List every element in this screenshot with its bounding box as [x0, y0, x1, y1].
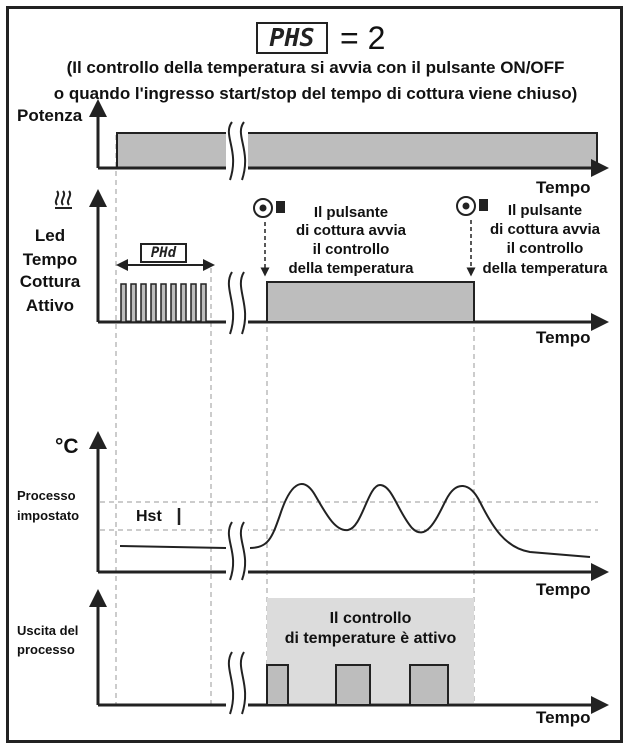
- annotation-1-line3: il controllo: [312, 241, 390, 258]
- button-icon-1: [253, 198, 285, 218]
- temp-time-label: Tempo: [536, 580, 591, 599]
- annotation-1-line1: Il pulsante: [313, 204, 389, 221]
- panel-temperature: [89, 431, 609, 582]
- led-label-line1: Led: [34, 226, 66, 245]
- phs-parameter-display: PHS: [256, 22, 328, 54]
- annotation-2-line4: della temperatura: [482, 260, 608, 277]
- phd-parameter-display: PHd: [140, 243, 187, 263]
- annotation-2-line3: il controllo: [506, 240, 584, 257]
- control-active-note-line2: di temperature è attivo: [284, 630, 457, 647]
- output-label-line1: Uscita del: [17, 623, 79, 638]
- output-pulses: [266, 664, 449, 706]
- output-label-line2: processo: [17, 642, 75, 657]
- output-break-gap: [226, 650, 248, 716]
- power-label: Potenza: [17, 106, 83, 125]
- annotation-1-line2: di cottura avvia: [295, 222, 407, 239]
- power-break-gap: [226, 120, 248, 182]
- temperature-unit: °C: [55, 435, 79, 458]
- panel-output: [89, 589, 609, 716]
- annotation-2-line1: Il pulsante: [507, 202, 583, 219]
- led-time-label: Tempo: [536, 328, 591, 347]
- power-break-mark: [227, 121, 235, 181]
- led-label-line4: Attivo: [25, 296, 75, 315]
- hysteresis-label: Hst: [136, 508, 162, 525]
- temp-curve: [249, 483, 591, 558]
- blink-pulses: [120, 283, 207, 323]
- panel-led: [54, 189, 609, 336]
- phs-value: = 2: [340, 20, 386, 56]
- temp-curve-initial: [119, 545, 227, 549]
- button-icon-2: [456, 196, 488, 216]
- led-label-line3: Cottura: [19, 272, 81, 291]
- led-label-line2: Tempo: [22, 250, 78, 269]
- led-active-block: [266, 281, 475, 323]
- setpoint-label-line1: Processo: [17, 488, 76, 503]
- temp-break-mark: [227, 521, 235, 581]
- heating-icon: [54, 190, 72, 209]
- setpoint-label-line2: impostato: [17, 508, 80, 523]
- power-time-label: Tempo: [536, 178, 591, 197]
- header-line-1: (Il controllo della temperatura si avvia…: [66, 58, 565, 77]
- temp-break-gap: [226, 520, 248, 582]
- control-active-note-line1: Il controllo: [329, 610, 412, 627]
- output-time-label: Tempo: [536, 708, 591, 727]
- led-break-mark: [227, 271, 235, 335]
- power-bar: [116, 132, 598, 169]
- annotation-2-line2: di cottura avvia: [489, 221, 601, 238]
- header-line-2: o quando l'ingresso start/stop del tempo…: [53, 84, 578, 103]
- diagram-frame: [6, 6, 623, 743]
- output-break-mark: [227, 651, 235, 715]
- annotation-1-line4: della temperatura: [288, 260, 414, 277]
- led-break-gap: [226, 270, 248, 336]
- hysteresis-lines: [100, 501, 598, 531]
- panel-power: [89, 99, 609, 182]
